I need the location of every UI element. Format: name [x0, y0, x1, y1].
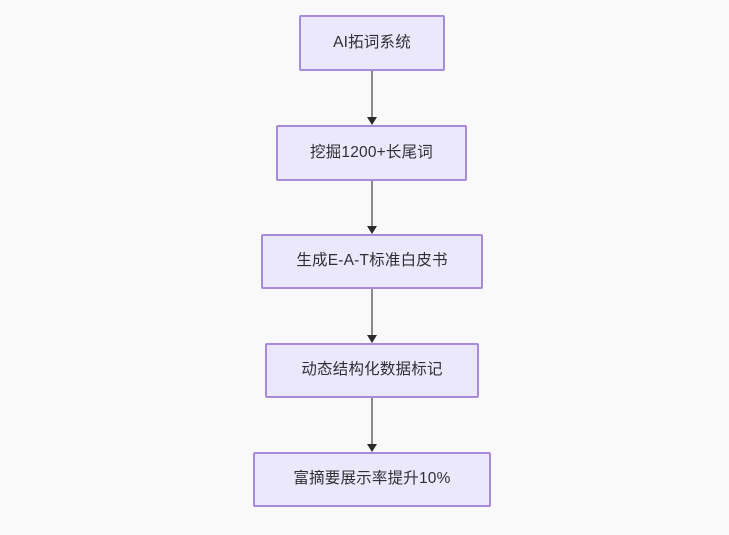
flow-node-label: AI拓词系统: [333, 33, 411, 51]
arrow-head-icon: [367, 444, 377, 452]
flow-node-label: 生成E-A-T标准白皮书: [296, 252, 448, 270]
flow-edge-line: [371, 398, 373, 444]
flow-node-label: 动态结构化数据标记: [301, 361, 443, 379]
flow-node-dynamic-structured-data-markup[interactable]: 动态结构化数据标记: [265, 343, 479, 398]
arrow-head-icon: [367, 226, 377, 234]
flow-node-label: 挖掘1200+长尾词: [309, 143, 434, 161]
arrow-head-icon: [367, 117, 377, 125]
flow-node-generate-eat-whitepaper[interactable]: 生成E-A-T标准白皮书: [261, 234, 483, 289]
arrow-head-icon: [367, 335, 377, 343]
flow-edge-line: [371, 289, 373, 335]
flow-node-mine-longtail-keywords[interactable]: 挖掘1200+长尾词: [276, 125, 467, 181]
flow-edge-line: [371, 71, 373, 117]
flow-node-rich-snippet-rate-increase[interactable]: 富摘要展示率提升10%: [253, 452, 491, 507]
flow-node-ai-keyword-system[interactable]: AI拓词系统: [299, 15, 445, 71]
flow-edge-line: [371, 181, 373, 226]
flow-node-label: 富摘要展示率提升10%: [293, 470, 451, 488]
